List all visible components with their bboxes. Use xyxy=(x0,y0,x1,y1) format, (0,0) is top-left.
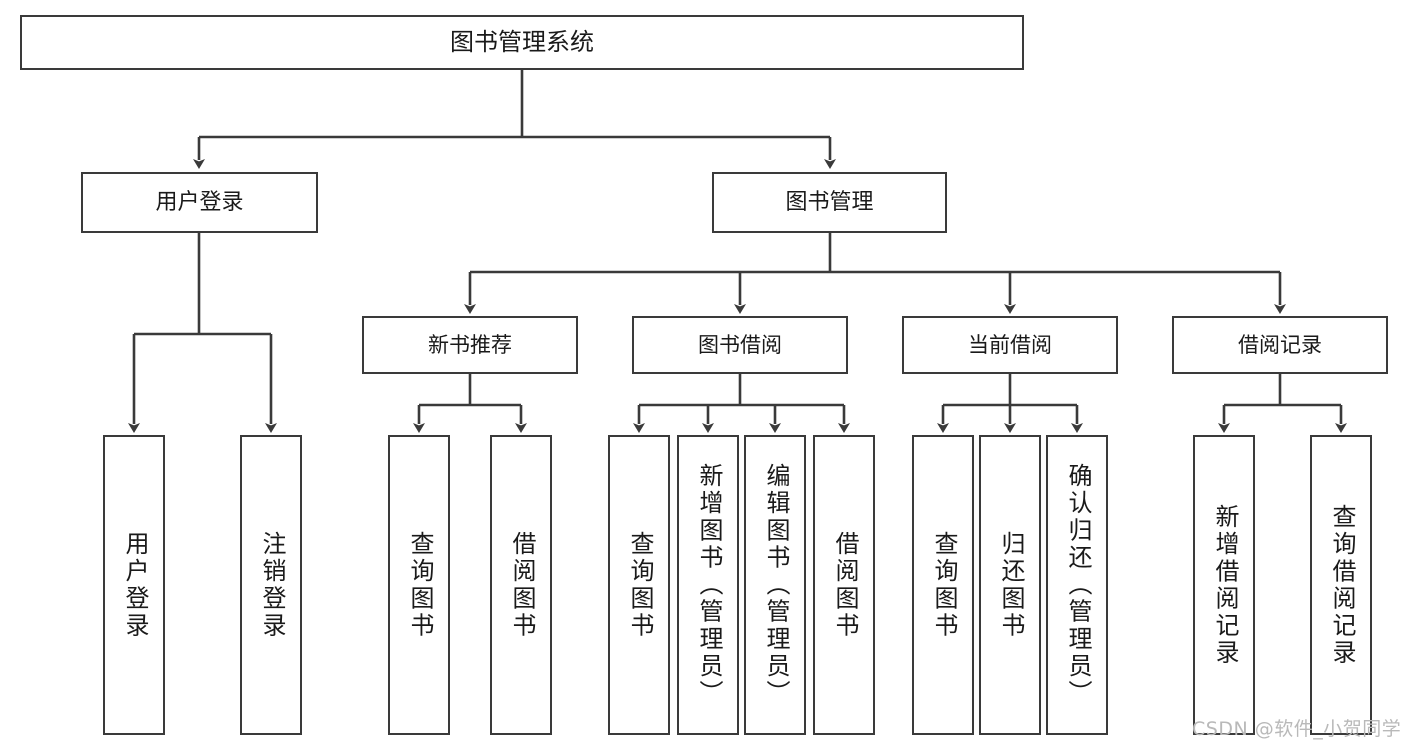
node-leaf-add-book-label: 新增图书（管理员） xyxy=(694,462,723,708)
node-leaf-edit-book[interactable]: 编辑图书（管理员） xyxy=(744,435,806,735)
node-leaf-borrow-book-2[interactable]: 借阅图书 xyxy=(813,435,875,735)
node-book-borrow[interactable]: 图书借阅 xyxy=(632,316,848,374)
node-new-book-recommend[interactable]: 新书推荐 xyxy=(362,316,578,374)
node-user-login-label: 用户登录 xyxy=(155,189,244,215)
node-root-label: 图书管理系统 xyxy=(450,27,594,56)
node-leaf-query-book-1-label: 查询图书 xyxy=(405,530,434,640)
node-leaf-return-book-label: 归还图书 xyxy=(996,530,1025,640)
node-borrow-record-label: 借阅记录 xyxy=(1238,332,1322,357)
node-leaf-add-record[interactable]: 新增借阅记录 xyxy=(1193,435,1255,735)
node-leaf-logout-login-label: 注销登录 xyxy=(257,530,286,640)
node-new-book-recommend-label: 新书推荐 xyxy=(428,332,512,357)
node-leaf-query-book-3-label: 查询图书 xyxy=(929,530,958,640)
node-book-borrow-label: 图书借阅 xyxy=(698,332,782,357)
node-leaf-add-book[interactable]: 新增图书（管理员） xyxy=(677,435,739,735)
node-leaf-add-record-label: 新增借阅记录 xyxy=(1210,503,1239,667)
node-leaf-logout-login[interactable]: 注销登录 xyxy=(240,435,302,735)
node-leaf-user-login[interactable]: 用户登录 xyxy=(103,435,165,735)
node-borrow-record[interactable]: 借阅记录 xyxy=(1172,316,1388,374)
node-leaf-borrow-book-2-label: 借阅图书 xyxy=(830,530,859,640)
node-current-borrow[interactable]: 当前借阅 xyxy=(902,316,1118,374)
node-leaf-edit-book-label: 编辑图书（管理员） xyxy=(761,462,790,708)
node-leaf-query-record[interactable]: 查询借阅记录 xyxy=(1310,435,1372,735)
node-root[interactable]: 图书管理系统 xyxy=(20,15,1024,70)
node-leaf-query-book-2[interactable]: 查询图书 xyxy=(608,435,670,735)
node-leaf-borrow-book-1[interactable]: 借阅图书 xyxy=(490,435,552,735)
node-leaf-query-book-1[interactable]: 查询图书 xyxy=(388,435,450,735)
node-book-manage-label: 图书管理 xyxy=(785,189,874,215)
node-leaf-confirm-return-label: 确认归还（管理员） xyxy=(1063,462,1092,708)
watermark-csdn: CSDN @软件_小贺同学 xyxy=(1192,718,1402,740)
node-book-manage[interactable]: 图书管理 xyxy=(712,172,947,233)
node-leaf-query-book-2-label: 查询图书 xyxy=(625,530,654,640)
node-leaf-borrow-book-1-label: 借阅图书 xyxy=(507,530,536,640)
node-current-borrow-label: 当前借阅 xyxy=(968,332,1052,357)
node-user-login[interactable]: 用户登录 xyxy=(81,172,318,233)
node-leaf-query-record-label: 查询借阅记录 xyxy=(1327,503,1356,667)
node-leaf-confirm-return[interactable]: 确认归还（管理员） xyxy=(1046,435,1108,735)
node-leaf-user-login-label: 用户登录 xyxy=(120,530,149,640)
node-leaf-query-book-3[interactable]: 查询图书 xyxy=(912,435,974,735)
node-leaf-return-book[interactable]: 归还图书 xyxy=(979,435,1041,735)
